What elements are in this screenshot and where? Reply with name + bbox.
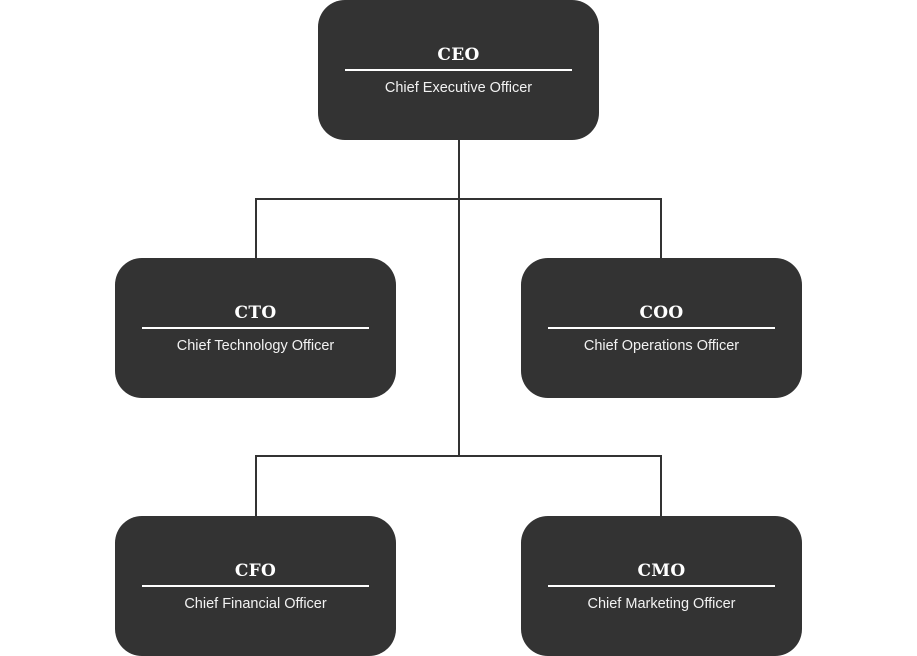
node-cto-title: Chief Technology Officer [176, 338, 335, 354]
connector-cto-drop [255, 198, 257, 258]
node-ceo[interactable]: CEO Chief Executive Officer [318, 0, 599, 140]
node-ceo-divider [345, 69, 572, 71]
node-cfo-abbr: CFO [234, 561, 277, 581]
connector-level1-bar [255, 198, 662, 200]
connector-cfo-drop [255, 455, 257, 516]
node-coo-abbr: COO [639, 303, 684, 323]
node-cmo-divider [548, 585, 775, 587]
node-coo-divider [548, 327, 775, 329]
node-cmo-title: Chief Marketing Officer [587, 596, 736, 612]
connector-cmo-drop [660, 455, 662, 516]
node-cto-divider [142, 327, 369, 329]
node-cfo-divider [142, 585, 369, 587]
node-coo[interactable]: COO Chief Operations Officer [521, 258, 802, 398]
node-coo-title: Chief Operations Officer [583, 338, 740, 354]
node-cto-abbr: CTO [234, 303, 277, 323]
node-cmo[interactable]: CMO Chief Marketing Officer [521, 516, 802, 656]
node-ceo-title: Chief Executive Officer [384, 80, 533, 96]
connector-coo-drop [660, 198, 662, 258]
node-cfo[interactable]: CFO Chief Financial Officer [115, 516, 396, 656]
node-cmo-abbr: CMO [637, 561, 686, 581]
node-cfo-title: Chief Financial Officer [184, 596, 327, 612]
connector-ceo-trunk [458, 140, 460, 457]
node-cto[interactable]: CTO Chief Technology Officer [115, 258, 396, 398]
node-ceo-abbr: CEO [437, 45, 480, 65]
connector-level2-bar [255, 455, 662, 457]
